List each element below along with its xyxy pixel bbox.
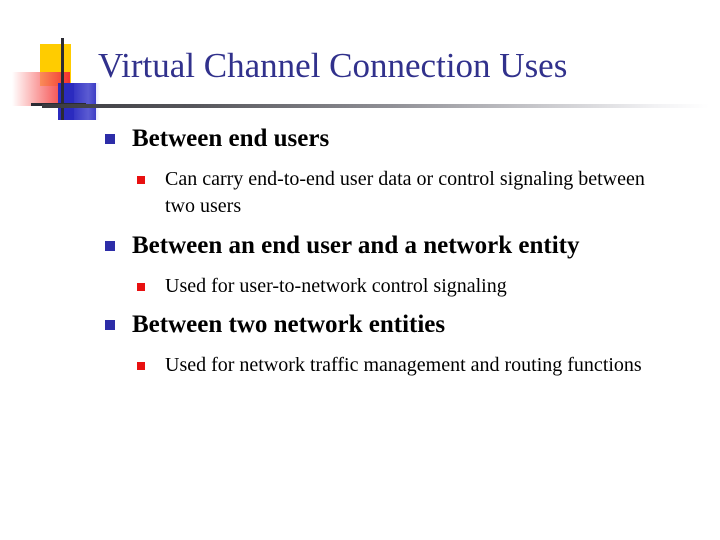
slide-title: Virtual Channel Connection Uses — [98, 46, 568, 85]
slide-body: Between end users Can carry end-to-end u… — [0, 122, 720, 379]
bullet-square-marker-blue — [105, 241, 115, 251]
bullet-square-marker-red — [137, 283, 145, 291]
bullet-square-marker-blue — [105, 134, 115, 144]
spacer — [0, 262, 720, 273]
spacer — [0, 341, 720, 352]
bullet-square-marker-red — [137, 362, 145, 370]
bullet-level1-text: Between end users — [132, 125, 330, 152]
bullet-level1-text: Between an end user and a network entity — [132, 232, 580, 259]
bullet-level2: Used for user-to-network control signali… — [0, 273, 720, 300]
bullet-level2-text: Can carry end-to-end user data or contro… — [165, 168, 645, 217]
bullet-square-marker-red — [137, 176, 145, 184]
spacer — [0, 155, 720, 166]
bullet-level1: Between an end user and a network entity — [0, 229, 720, 262]
bullet-level2-text: Used for network traffic management and … — [165, 354, 642, 376]
bullet-square-marker-blue — [105, 320, 115, 330]
red-gradient-rectangle-shape — [12, 72, 70, 106]
blue-gradient-rectangle-shape — [74, 83, 100, 120]
bullet-level1: Between end users — [0, 122, 720, 155]
spacer — [0, 300, 720, 308]
spacer — [0, 220, 720, 229]
yellow-square-shape — [40, 44, 71, 86]
bullet-level2-text: Used for user-to-network control signali… — [165, 275, 507, 297]
bullet-level2: Used for network traffic management and … — [0, 352, 720, 379]
bullet-level1-text: Between two network entities — [132, 311, 446, 338]
title-divider-rule — [42, 104, 709, 108]
blue-rectangle-shape — [58, 83, 96, 120]
bullet-level1: Between two network entities — [0, 308, 720, 341]
bullet-level2: Can carry end-to-end user data or contro… — [0, 166, 720, 220]
